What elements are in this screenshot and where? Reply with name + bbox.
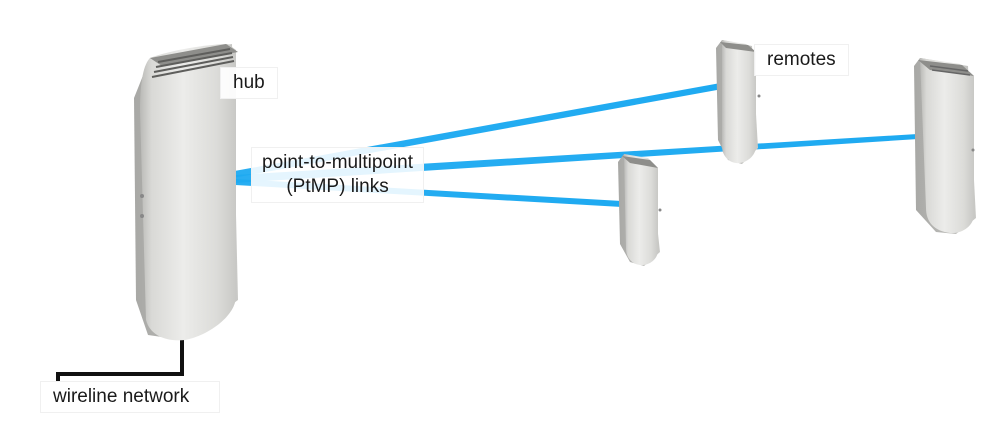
remote-device-1-icon [716, 40, 761, 164]
wireline-cable [56, 340, 184, 382]
hub-label: hub [221, 68, 277, 98]
ptmp-links-label-line1: point-to-multipoint [262, 152, 414, 173]
ptmp-links-label: point-to-multipoint (PtMP) links [252, 148, 424, 202]
remotes-label: remotes [755, 45, 848, 75]
hub-device-icon [134, 44, 238, 341]
remote-device-2-icon [914, 58, 976, 234]
wireline-network-label: wireline network [41, 382, 220, 412]
ptmp-links-label-line2: (PtMP) links [286, 176, 389, 197]
remote-device-3-icon [618, 154, 662, 266]
